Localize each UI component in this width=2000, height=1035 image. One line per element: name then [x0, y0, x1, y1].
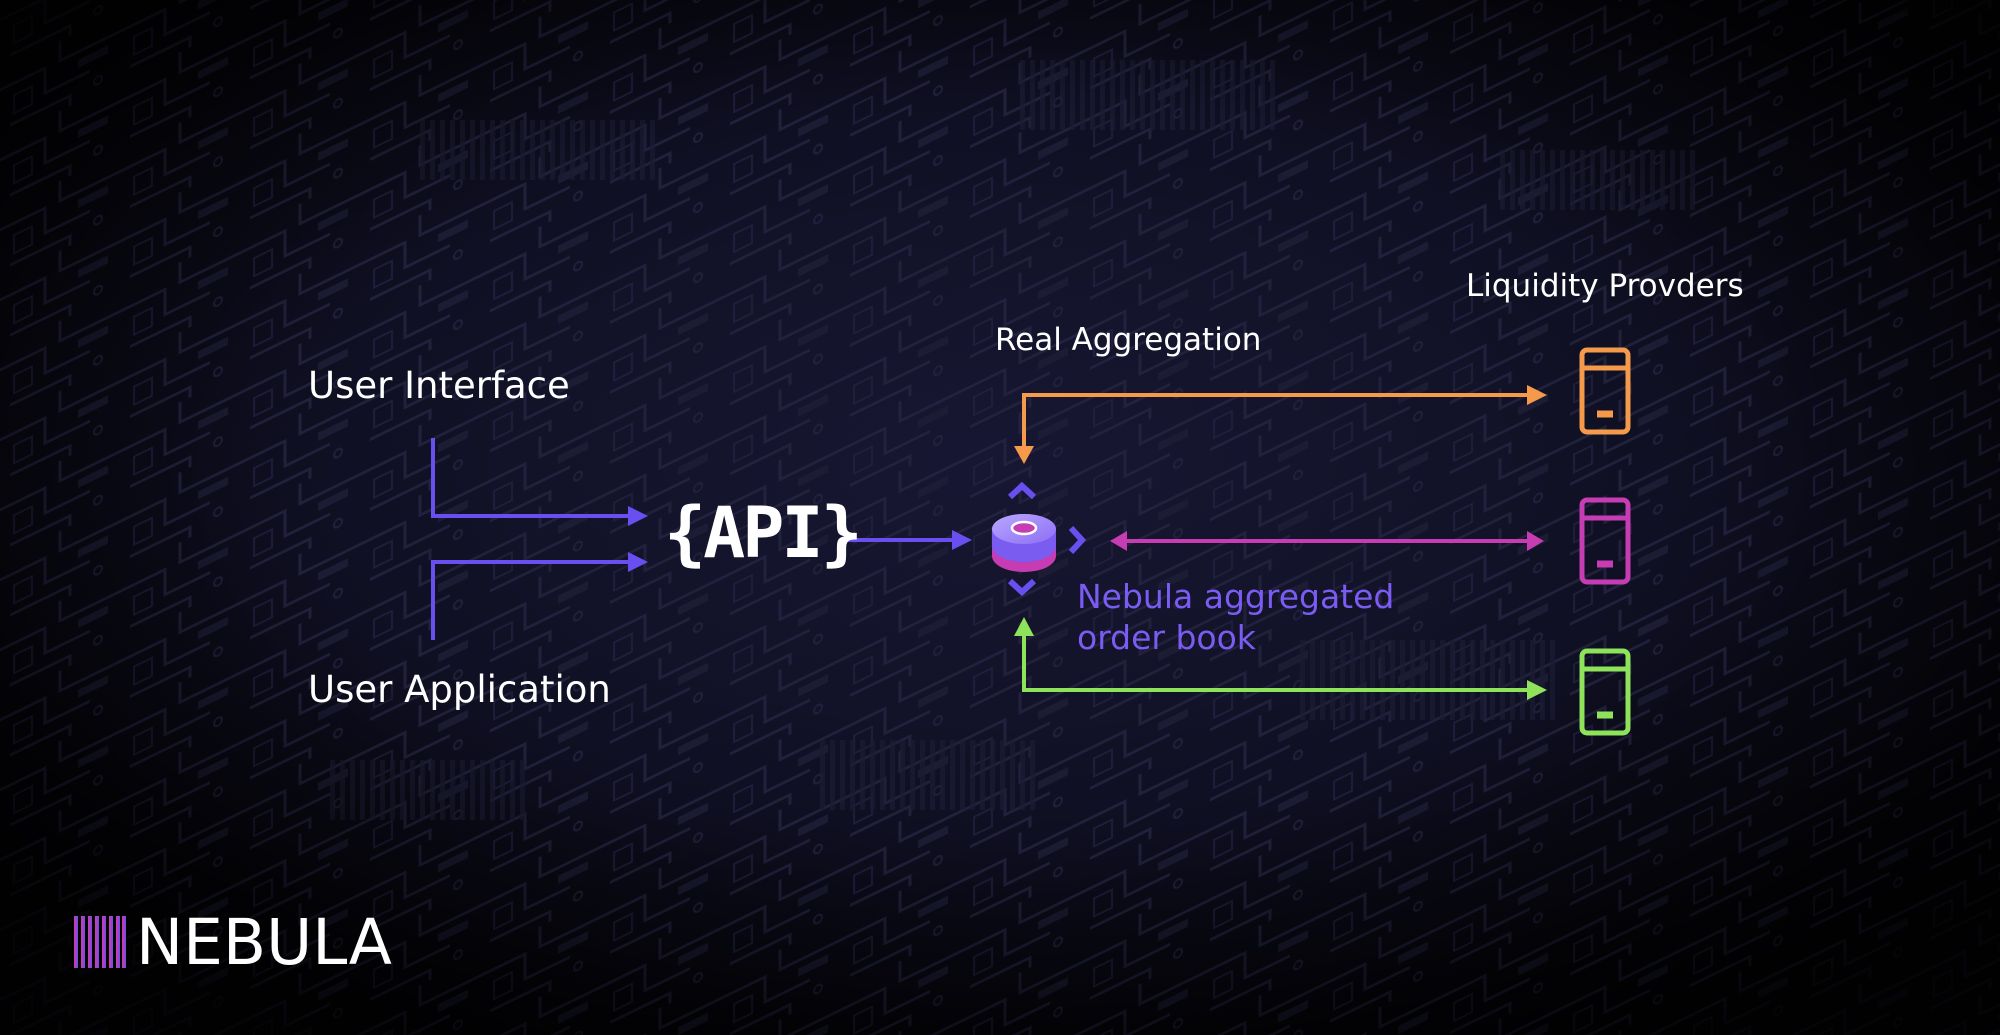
logo-wordmark: NEBULA	[136, 906, 392, 979]
server-device-icon-orange	[1579, 347, 1631, 435]
magenta-provider-link	[1110, 531, 1544, 551]
green-provider-link	[1014, 617, 1547, 700]
server-device-icon-magenta	[1579, 497, 1631, 585]
app-connector	[431, 560, 630, 640]
ui-connector	[431, 438, 630, 518]
real-aggregation-label: Real Aggregation	[995, 322, 1262, 358]
order-book-label-line1: Nebula aggregated	[1077, 577, 1395, 616]
api-to-aggregator-arrowhead	[952, 530, 972, 550]
server-device-icon-green	[1579, 648, 1631, 736]
user-application-label: User Application	[308, 668, 611, 711]
orange-provider-link	[1014, 385, 1547, 464]
user-interface-label: User Interface	[308, 364, 570, 407]
ui-arrowhead	[628, 506, 648, 526]
order-book-label: Nebula aggregated order book	[1077, 576, 1417, 658]
stacked-disc-icon	[992, 481, 1087, 597]
api-label: {API}	[664, 492, 863, 574]
logo-bars-icon	[74, 916, 126, 968]
liquidity-providers-label: Liquidity Provders	[1466, 268, 1744, 304]
order-book-label-line2: order book	[1077, 618, 1256, 657]
app-arrowhead	[628, 552, 648, 572]
